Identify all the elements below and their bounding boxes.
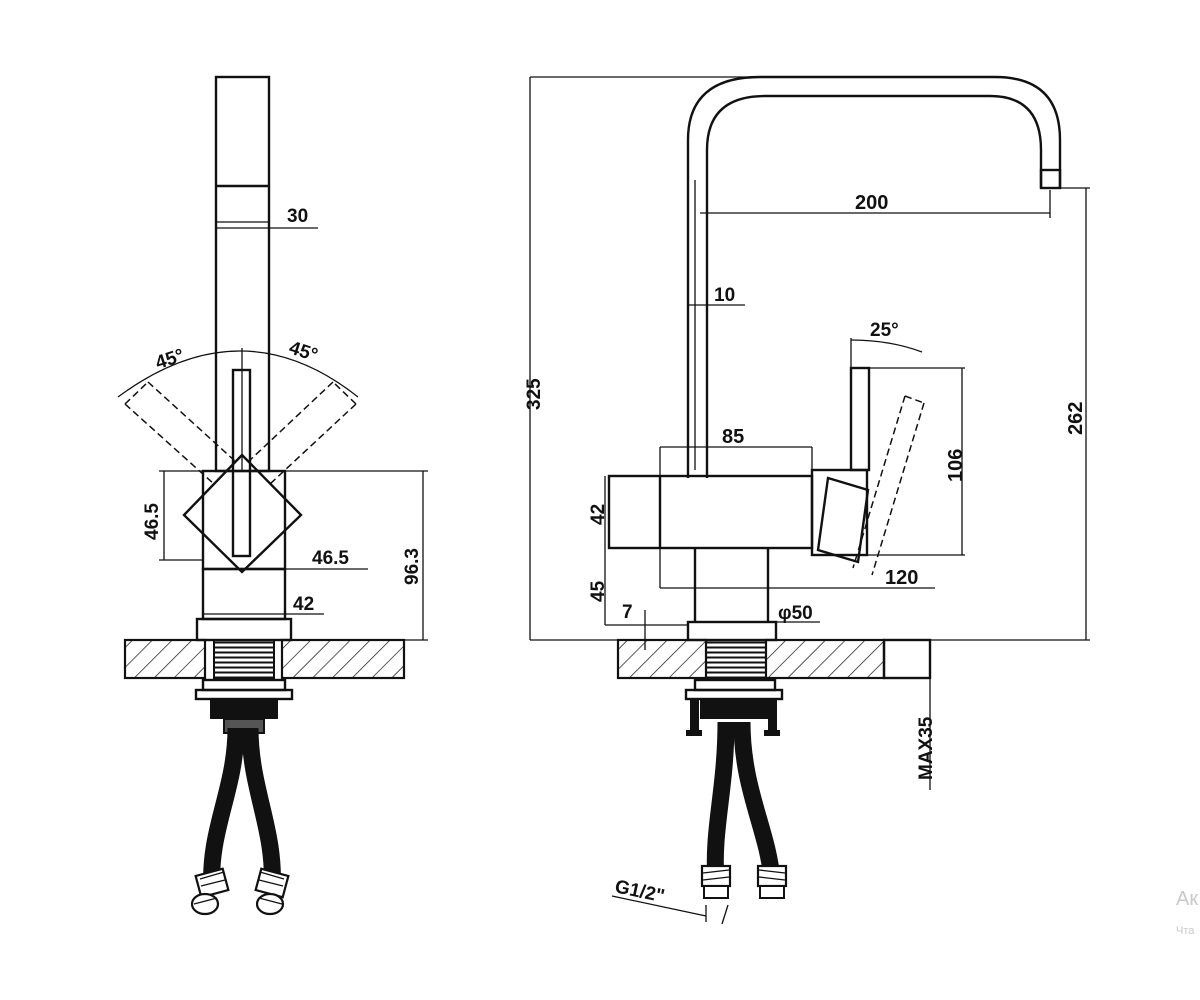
dim-phi50: φ50 xyxy=(778,603,813,624)
threaded-shank-front xyxy=(705,639,767,679)
threaded-shank xyxy=(213,639,275,679)
dim-42-front: 42 xyxy=(588,504,609,525)
watermark-line1: Ак xyxy=(1176,888,1199,910)
dim-96-3: 96.3 xyxy=(402,548,423,585)
hose-end-left xyxy=(190,867,230,916)
dim-325: 325 xyxy=(524,378,545,410)
handle-right-position xyxy=(247,381,357,485)
spout-inner xyxy=(705,94,1043,478)
side-view: 30 45° 45° 46.5 46.5 xyxy=(117,75,428,916)
angle-25-arc xyxy=(850,339,923,353)
stud-right-nut xyxy=(764,730,780,736)
dim-thread-tick2 xyxy=(721,904,729,925)
dim-46-5-vertical: 46.5 xyxy=(142,503,163,540)
lever-cam xyxy=(816,476,870,564)
dim-thread-g1-2: G1/2" xyxy=(613,876,666,907)
angle-left-45: 45° xyxy=(153,345,187,374)
counter-edge xyxy=(882,638,932,680)
counter-front-left xyxy=(616,638,708,680)
nut-flange-front xyxy=(684,688,784,701)
dim-thread-leader xyxy=(611,895,707,917)
counter-front-right xyxy=(764,638,886,680)
dim-120: 120 xyxy=(885,567,918,589)
mounting-nut-front xyxy=(700,699,768,719)
hose-left xyxy=(205,727,243,891)
base-ring xyxy=(195,617,293,642)
counter-left-part xyxy=(123,638,207,680)
dim-10: 10 xyxy=(714,285,735,306)
dim-85: 85 xyxy=(722,426,744,448)
dim-7: 7 xyxy=(622,602,633,623)
dim-262: 262 xyxy=(1065,402,1087,435)
dim-46-5-horizontal: 46.5 xyxy=(312,548,349,569)
swing-arc xyxy=(117,350,359,398)
counter-right-part xyxy=(280,638,406,680)
dim-45: 45 xyxy=(588,580,609,602)
body-main xyxy=(607,474,814,550)
hose-front-end-right xyxy=(756,864,788,899)
stud-right xyxy=(768,700,777,732)
spout-outer xyxy=(686,75,1062,478)
hose-end-right xyxy=(254,867,290,916)
washer-front xyxy=(693,678,777,692)
watermark-line2: Чта xyxy=(1176,925,1195,937)
hose-right xyxy=(243,727,279,891)
dim-42-side: 42 xyxy=(293,594,314,615)
lever-handle xyxy=(849,366,871,472)
lever-hub xyxy=(810,468,869,557)
angle-25: 25° xyxy=(870,320,899,341)
aerator xyxy=(1039,168,1062,190)
stud-left-nut xyxy=(686,730,702,736)
washer xyxy=(201,678,287,692)
dim-200: 200 xyxy=(855,192,888,214)
nut-flange xyxy=(194,688,294,701)
hose-front-right xyxy=(735,721,779,881)
watermark: Ак Чта xyxy=(1176,888,1200,937)
base-ring-front xyxy=(686,620,778,642)
hose-front-left xyxy=(708,721,733,881)
hose-front-end-left xyxy=(700,864,732,899)
front-view: 325 200 10 262 85 42 120 xyxy=(524,75,1090,925)
dim-106: 106 xyxy=(945,449,967,482)
lever-dashed-position xyxy=(852,395,925,576)
dim-max35: MAX35 xyxy=(916,716,937,780)
stud-left xyxy=(690,700,699,732)
body-neck xyxy=(201,567,287,621)
angle-right-45: 45° xyxy=(286,338,320,367)
mounting-nut xyxy=(210,699,278,719)
dim-30: 30 xyxy=(287,206,308,227)
handle-left-position xyxy=(124,381,237,485)
